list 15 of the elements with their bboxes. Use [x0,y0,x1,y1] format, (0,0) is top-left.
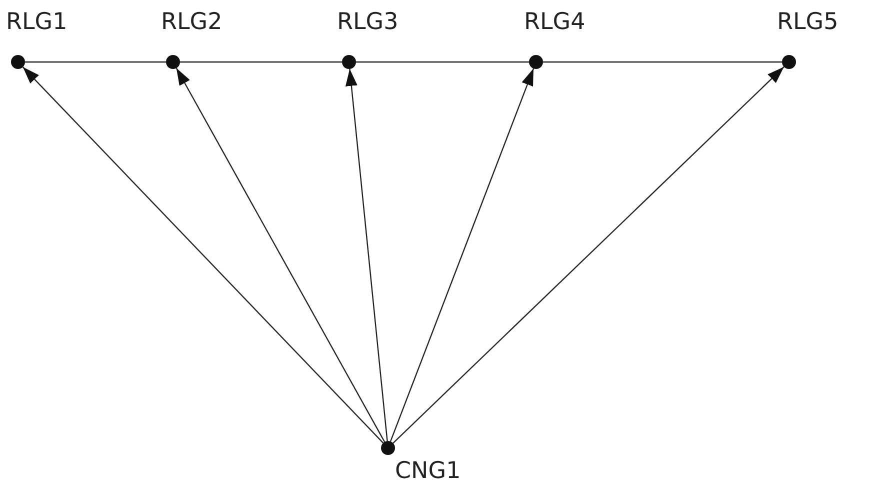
node-label: RLG5 [777,8,838,36]
arrow [22,66,384,444]
node-label: RLG2 [161,8,222,36]
arrow [390,68,534,442]
connector-line [25,61,166,63]
arrow [176,68,386,442]
node-label: CNG1 [395,457,461,485]
connector-line [180,61,342,63]
node-label: RLG1 [6,8,68,36]
connector-line [543,61,782,63]
node-label: RLG4 [524,8,586,36]
arrow [392,66,784,444]
connector-line [356,61,529,63]
arrow [345,68,388,442]
node-label: RLG3 [337,8,398,36]
